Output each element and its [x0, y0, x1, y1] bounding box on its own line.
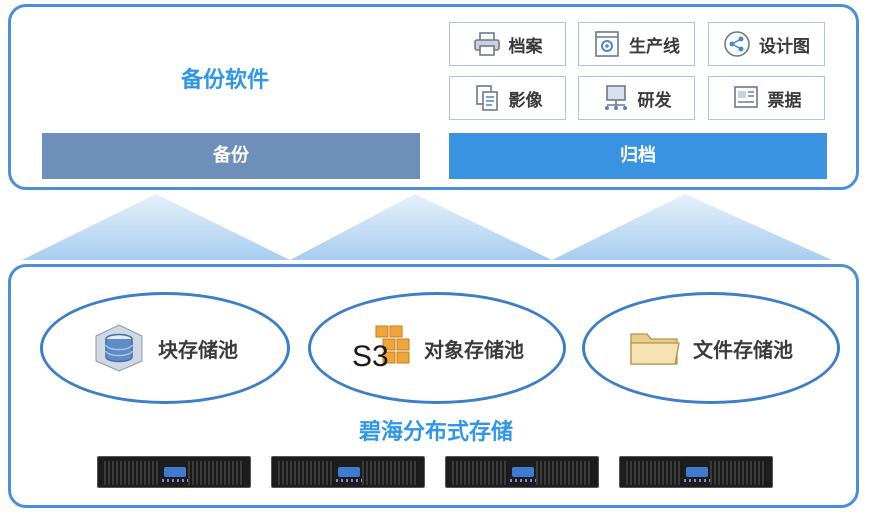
- server-leds: [684, 479, 710, 482]
- pool-file-storage[interactable]: 文件存储池: [582, 292, 840, 404]
- tile-label: 研发: [637, 90, 672, 111]
- server-vent: [104, 461, 160, 485]
- connector-triangle: [22, 194, 290, 260]
- pool-label: 文件存储池: [693, 337, 793, 362]
- tile-research[interactable]: 研发: [578, 76, 695, 120]
- s3-bucket-icon: S3: [352, 325, 410, 373]
- documents-icon: [475, 85, 498, 111]
- storage-title: 碧海分布式存储: [358, 420, 513, 445]
- printer-icon: [473, 32, 500, 56]
- connector-triangle: [290, 194, 552, 260]
- server-vent: [188, 461, 244, 485]
- backup-software-title: 备份软件: [180, 68, 269, 93]
- server-logo: [512, 467, 534, 477]
- server-logo: [686, 467, 708, 477]
- server-leds: [510, 479, 536, 482]
- backup-bar: 备份: [42, 133, 420, 179]
- tile-design-drawing[interactable]: 设计图: [708, 22, 825, 66]
- tile-imaging[interactable]: 影像: [449, 76, 566, 120]
- pool-label: 对象存储池: [424, 337, 524, 362]
- server-vent: [536, 461, 592, 485]
- pool-label: 块存储池: [158, 337, 238, 362]
- server-vent: [362, 461, 418, 485]
- gear-document-icon: [595, 31, 619, 57]
- database-cube-icon: [95, 324, 143, 372]
- server-leds: [336, 479, 362, 482]
- tile-label: 档案: [508, 36, 543, 57]
- folder-icon: [630, 333, 680, 365]
- server-logo: [338, 467, 360, 477]
- tile-receipts[interactable]: 票据: [708, 76, 825, 120]
- svg-text:S3: S3: [352, 340, 389, 373]
- server-vent: [278, 461, 334, 485]
- archive-bar: 归档: [449, 133, 827, 179]
- storage-server: [445, 456, 599, 488]
- server-vent: [626, 461, 682, 485]
- tile-label: 票据: [767, 90, 802, 111]
- tile-label: 设计图: [759, 36, 810, 57]
- receipt-icon: [733, 86, 758, 108]
- tile-archive[interactable]: 档案: [449, 22, 566, 66]
- pool-object-storage[interactable]: S3 对象存储池: [308, 292, 566, 404]
- server-vent: [710, 461, 766, 485]
- storage-server: [97, 456, 251, 488]
- server-vent: [452, 461, 508, 485]
- tile-label: 生产线: [629, 36, 680, 57]
- tile-label: 影像: [508, 90, 543, 111]
- pool-block-storage[interactable]: 块存储池: [40, 292, 290, 404]
- connector-triangles: [22, 194, 832, 260]
- storage-server: [619, 456, 773, 488]
- connector-triangle: [552, 194, 832, 260]
- server-logo: [164, 467, 186, 477]
- tile-production-line[interactable]: 生产线: [578, 22, 695, 66]
- share-icon: [724, 31, 750, 57]
- monitor-network-icon: [604, 85, 627, 110]
- server-leds: [162, 479, 188, 482]
- storage-server: [271, 456, 425, 488]
